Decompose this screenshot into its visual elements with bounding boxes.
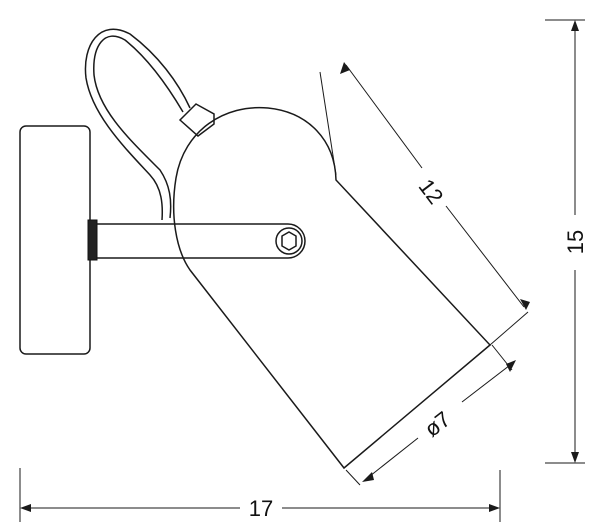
pivot-bolt-hex [281, 231, 297, 251]
lamp-arm [97, 223, 306, 259]
arm-collar [87, 219, 98, 261]
dim-17-arrow-left [20, 504, 31, 512]
dim-15-arrow-bottom [571, 452, 579, 463]
lamp-shade [172, 106, 492, 470]
dim-d-line-a [364, 437, 419, 481]
dim-d-label: ø7 [420, 406, 456, 442]
dim-15-label: 15 [563, 230, 588, 254]
cable-gland [178, 103, 215, 137]
dim-15-arrow-top [571, 20, 579, 31]
dim-12-line-b [445, 205, 525, 308]
dim-d-ext-left [345, 469, 361, 486]
dim-12-arrow-bottom [520, 299, 530, 310]
dim-12-line-a [345, 64, 423, 169]
dim-12-ext-top [319, 71, 337, 176]
dim-17-label: 17 [249, 496, 273, 521]
dim-d-arrow-right [506, 360, 516, 372]
pivot-bolt-outer [275, 227, 303, 255]
power-cable [93, 35, 184, 219]
dim-12-label: 12 [414, 174, 449, 209]
dim-12-ext-bottom [489, 311, 529, 346]
wall-plate [19, 125, 91, 355]
dim-d-line-b [461, 361, 515, 403]
dim-17-arrow-right [489, 504, 500, 512]
power-cable-inner [84, 28, 191, 221]
dim-12-arrow-top [340, 62, 350, 74]
dim-d-arrow-left [362, 472, 374, 482]
